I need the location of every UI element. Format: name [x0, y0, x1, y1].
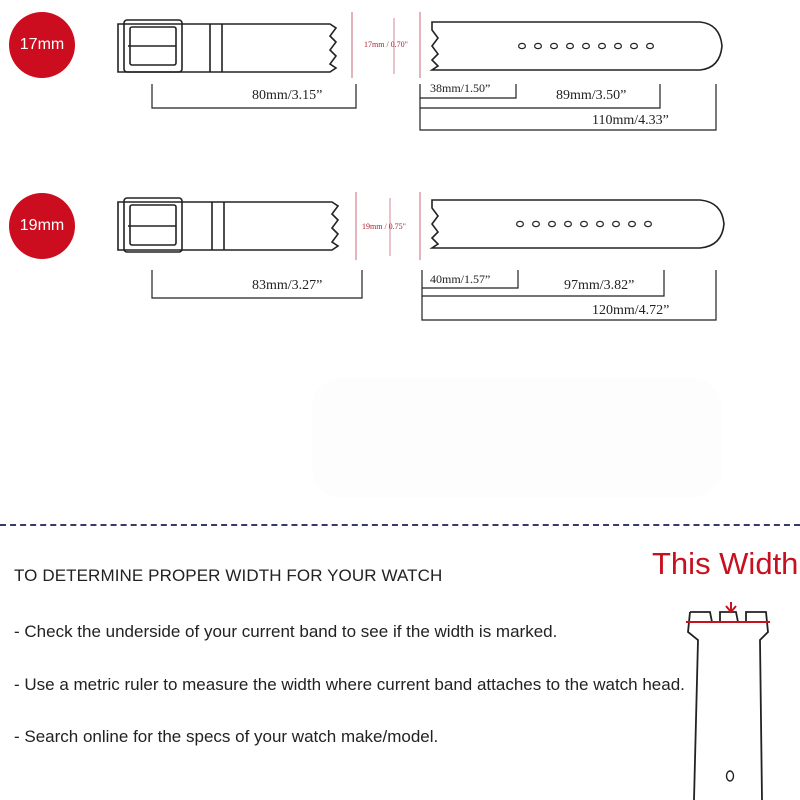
strap-holes-19 [515, 220, 652, 228]
band-17-drawing [117, 12, 723, 131]
dim-bracket-holes-19 [421, 270, 665, 297]
buckle-frame-17 [123, 19, 183, 73]
buckle-piece-19 [117, 201, 340, 251]
instructions-heading: TO DETERMINE PROPER WIDTH FOR YOUR WATCH [14, 566, 443, 585]
dim-short-17: 80mm/3.15” [252, 88, 322, 103]
instruction-step-3: - Search online for the specs of your wa… [14, 727, 439, 746]
dim-bracket-short-19 [151, 270, 363, 299]
size-badge-17mm: 17mm [9, 12, 75, 78]
dim-bracket-long-17 [419, 84, 717, 131]
strap-hole [725, 770, 735, 782]
instruction-step-1: - Check the underside of your current ba… [14, 622, 558, 641]
dim-tip-19: 40mm/1.57” [430, 272, 490, 286]
buckle-frame-19 [123, 197, 183, 253]
width-label-19: 19mm / 0.75" [362, 222, 406, 231]
hole-piece-19 [429, 199, 725, 249]
dim-bracket-short-17 [151, 84, 357, 109]
dim-bracket-tip-19 [421, 270, 519, 289]
buckle-piece-17 [117, 23, 338, 73]
size-badge-19mm: 19mm [9, 193, 75, 259]
dim-bracket-tip-17 [419, 84, 517, 99]
faded-watermark [312, 378, 722, 498]
hole-piece-17 [429, 21, 723, 71]
section-divider [0, 524, 800, 526]
dim-holes-19: 97mm/3.82” [564, 278, 634, 293]
band-19-drawing [117, 192, 725, 321]
this-width-strap-drawing [686, 602, 770, 800]
instruction-step-2: - Use a metric ruler to measure the widt… [14, 675, 685, 694]
dim-short-19: 83mm/3.27” [252, 278, 322, 293]
dim-long-19: 120mm/4.72” [592, 303, 669, 318]
strap-holes-17 [517, 42, 654, 50]
dim-holes-17: 89mm/3.50” [556, 88, 626, 103]
dim-long-17: 110mm/4.33” [592, 113, 669, 128]
width-arrow [725, 602, 737, 614]
dim-tip-17: 38mm/1.50” [430, 81, 490, 95]
this-width-label: This Width [652, 546, 799, 581]
dim-bracket-holes-17 [419, 84, 661, 109]
width-label-17: 17mm / 0.70" [364, 40, 408, 49]
dim-bracket-long-19 [421, 270, 717, 321]
